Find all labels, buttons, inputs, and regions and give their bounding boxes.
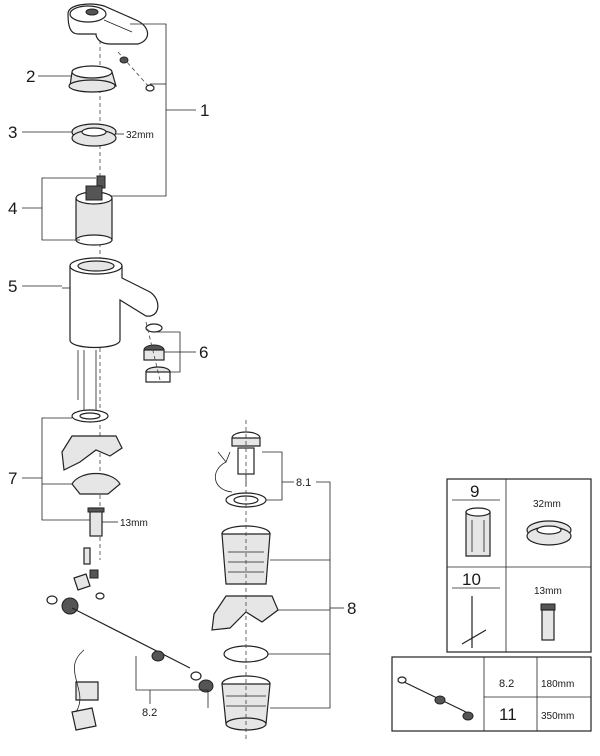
waste-body-part-8 xyxy=(211,525,279,731)
callout-8: 8 xyxy=(347,599,356,618)
cartridge-part-4 xyxy=(75,175,113,246)
lever-handle xyxy=(67,3,155,92)
tool-number-10: 10 xyxy=(462,570,481,589)
t-handle-tool-icon xyxy=(461,596,487,648)
pull-rod-icon xyxy=(397,676,474,721)
hex-nut-part-3 xyxy=(71,123,117,147)
cap-ring-part-2 xyxy=(68,65,117,93)
rod-ref-8-2: 8.2 xyxy=(499,678,514,690)
aerator-part-6 xyxy=(143,321,171,383)
cartridge-key-tool-icon xyxy=(465,507,491,557)
tool-9-size: 32mm xyxy=(533,499,561,510)
rod-length-350: 350mm xyxy=(541,711,574,722)
callout-7: 7 xyxy=(8,469,17,488)
faucet-body-part-5 xyxy=(62,257,159,410)
socket-13mm-icon xyxy=(540,603,556,641)
tool-number-9: 9 xyxy=(470,482,479,501)
nut-32mm-icon xyxy=(526,520,572,546)
callout-1: 1 xyxy=(200,101,209,120)
callout-4: 4 xyxy=(8,199,17,218)
callout-5: 5 xyxy=(8,277,17,296)
mounting-set-part-7 xyxy=(61,409,123,537)
rod-length-180: 180mm xyxy=(541,679,574,690)
callout-2: 2 xyxy=(26,67,35,86)
tools-table: 9 10 32mm 13mm xyxy=(446,478,592,653)
rod-ref-11: 11 xyxy=(499,705,517,724)
callout-6: 6 xyxy=(199,343,208,362)
callout-8-2: 8.2 xyxy=(142,707,157,719)
callout-3: 3 xyxy=(8,123,17,142)
popup-plug-part-8-1 xyxy=(215,431,267,508)
lower-connection-parts xyxy=(46,547,214,731)
dimension-32mm: 32mm xyxy=(126,130,154,141)
leader-lines xyxy=(22,23,344,709)
callout-8-1: 8.1 xyxy=(296,477,311,489)
tool-10-size: 13mm xyxy=(534,586,562,597)
dimension-13mm: 13mm xyxy=(120,518,148,529)
rod-length-table: 8.2 180mm 11 350mm xyxy=(391,656,592,732)
